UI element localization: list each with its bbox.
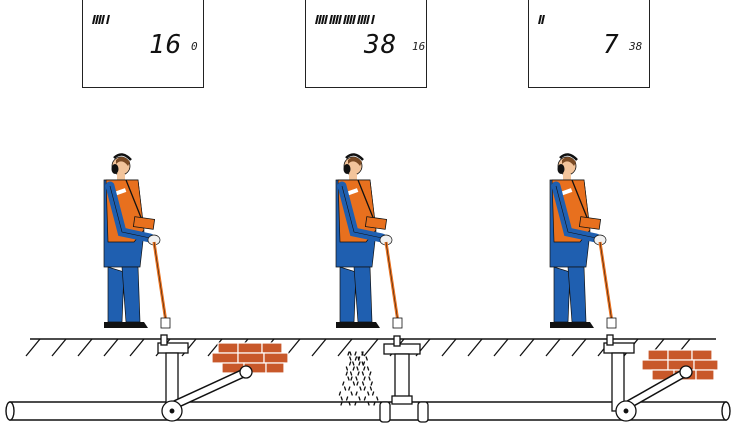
spray-droplet	[350, 391, 353, 396]
display-panel-1: 16 0	[82, 0, 204, 88]
ground-hatch	[519, 338, 535, 357]
leak-spray	[338, 351, 379, 406]
worker-3	[550, 154, 616, 328]
spray-droplet	[376, 396, 379, 401]
worker-1	[104, 154, 170, 328]
spray-droplet	[352, 361, 355, 366]
spray-droplet	[367, 401, 370, 406]
ground-hatch	[545, 338, 561, 357]
ground-hatch	[51, 338, 67, 357]
spray-droplet	[340, 396, 343, 401]
spray-droplet	[355, 391, 358, 396]
ground-hatch	[207, 338, 223, 357]
service-valve-2	[603, 334, 693, 422]
spray-droplet	[359, 386, 362, 391]
spray-droplet	[361, 351, 364, 356]
previous-value: 0	[191, 40, 198, 53]
spray-droplet	[370, 381, 373, 386]
reading-value: 7	[603, 30, 620, 60]
spray-droplet	[361, 371, 365, 376]
spray-droplet	[363, 376, 366, 381]
spray-droplet	[358, 396, 361, 401]
spray-droplet	[347, 351, 350, 356]
spray-droplet	[340, 401, 343, 406]
spray-droplet	[369, 386, 373, 391]
display-panel-2: 38 16	[305, 0, 427, 88]
ground-hatch	[363, 338, 379, 357]
ground-hatch	[467, 338, 483, 357]
water-pipe	[5, 401, 731, 421]
spray-droplet	[348, 386, 351, 391]
spray-droplet	[349, 356, 352, 361]
spray-droplet	[357, 371, 360, 376]
spray-droplet	[348, 401, 351, 406]
spray-droplet	[338, 391, 342, 396]
ground-hatch	[25, 338, 41, 357]
previous-value: 16	[412, 40, 426, 53]
spray-droplet	[361, 381, 365, 386]
spray-droplet	[352, 366, 355, 371]
display-panel-3: 7 38	[528, 0, 650, 88]
spray-droplet	[369, 371, 372, 376]
spray-droplet	[363, 396, 367, 401]
spray-droplet	[373, 401, 376, 406]
spray-droplet	[349, 351, 352, 356]
worker-2	[336, 154, 402, 328]
spray-droplet	[356, 366, 359, 371]
spray-droplet	[366, 366, 370, 371]
spray-droplet	[349, 371, 353, 376]
ground-hatch	[129, 338, 145, 357]
previous-value: 38	[629, 40, 643, 53]
ground-hatch	[103, 338, 119, 357]
spray-droplet	[368, 376, 371, 381]
spray-droplet	[367, 391, 370, 396]
ground-hatch	[493, 338, 509, 357]
ground-hatch	[441, 338, 457, 357]
spray-droplet	[363, 366, 366, 371]
spray-droplet	[365, 356, 368, 361]
spray-droplet	[343, 386, 347, 391]
spray-droplet	[354, 351, 357, 356]
spray-droplet	[363, 386, 366, 391]
spray-droplet	[345, 396, 349, 401]
spray-droplet	[342, 381, 345, 386]
spray-droplet	[356, 381, 359, 386]
spray-droplet	[358, 361, 361, 366]
spray-droplet	[347, 376, 350, 381]
spray-droplet	[352, 381, 356, 386]
spray-droplet	[355, 376, 358, 381]
spray-droplet	[354, 356, 358, 361]
spray-droplet	[348, 361, 352, 366]
gate-valve	[379, 335, 429, 423]
ground-hatching	[25, 338, 691, 357]
spray-droplet	[371, 391, 375, 396]
reading-value: 38	[364, 30, 398, 60]
ground-hatch	[337, 338, 353, 357]
spray-droplet	[354, 401, 357, 406]
reading-value: 16	[149, 30, 183, 60]
spray-droplet	[357, 356, 361, 361]
spray-droplet	[345, 366, 349, 371]
ground-hatch	[311, 338, 327, 357]
ground-hatch	[571, 338, 587, 357]
ground-hatch	[77, 338, 93, 357]
spray-droplet	[362, 361, 366, 366]
service-valve-1	[157, 334, 253, 422]
spray-droplet	[350, 376, 353, 381]
spray-droplet	[345, 371, 348, 376]
